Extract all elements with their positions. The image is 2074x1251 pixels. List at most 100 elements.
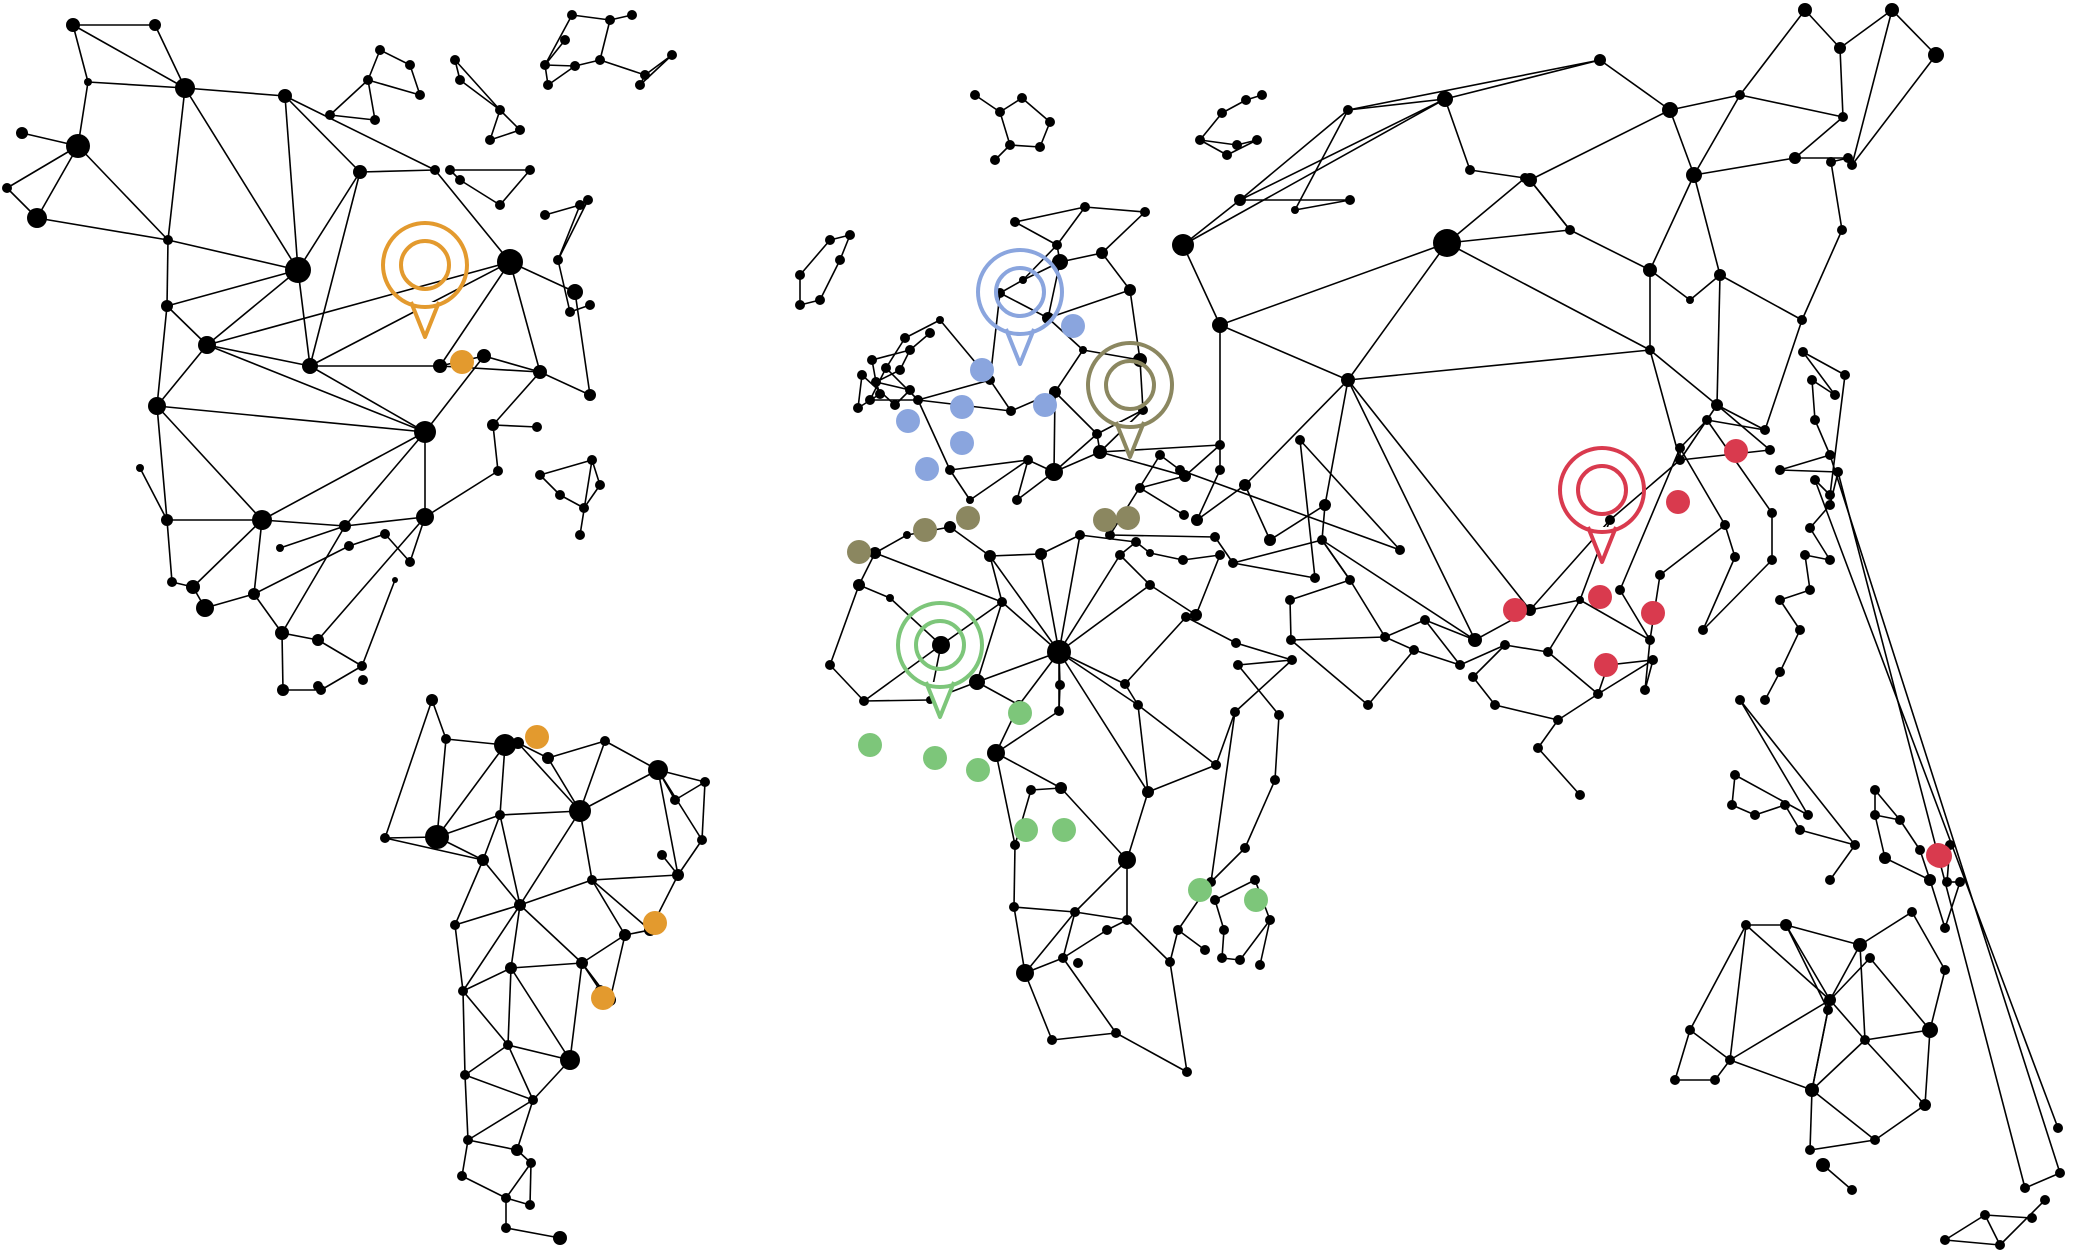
network-node <box>1533 743 1543 753</box>
network-edge <box>507 1044 534 1101</box>
africa-dot[interactable] <box>1052 818 1076 842</box>
network-edge <box>1724 524 1736 558</box>
network-node <box>936 316 944 324</box>
network-node <box>1146 549 1154 557</box>
network-node <box>1725 1055 1735 1065</box>
network-edge <box>1874 789 1901 821</box>
network-node <box>2040 1195 2050 1205</box>
network-edge <box>609 934 626 1001</box>
middle-east-dot[interactable] <box>1116 506 1140 530</box>
europe-dot[interactable] <box>1061 314 1085 338</box>
network-node <box>583 195 593 205</box>
region-dots[interactable] <box>450 314 1952 1010</box>
network-node <box>1287 655 1297 665</box>
europe-dot[interactable] <box>950 395 974 419</box>
network-node <box>248 588 260 600</box>
network-node <box>198 336 216 354</box>
network-edge <box>1424 619 1476 641</box>
network-node <box>875 389 885 399</box>
network-edge <box>799 239 831 276</box>
network-node <box>600 736 610 746</box>
europe-dot[interactable] <box>1033 393 1057 417</box>
network-edge <box>1147 764 1217 793</box>
network-node <box>1830 390 1840 400</box>
europe-dot[interactable] <box>915 457 939 481</box>
network-node <box>533 365 547 379</box>
north-america-pin-icon[interactable] <box>381 221 469 339</box>
network-node <box>1120 679 1130 689</box>
south-america-dot[interactable] <box>591 986 615 1010</box>
middle-east-dot[interactable] <box>956 506 980 530</box>
network-edge <box>166 519 173 583</box>
europe-dot[interactable] <box>950 431 974 455</box>
network-node <box>457 1171 467 1181</box>
network-edge <box>424 470 499 518</box>
africa-dot[interactable] <box>1008 701 1032 725</box>
network-node <box>339 520 351 532</box>
network-node <box>1879 852 1891 864</box>
asia-dot[interactable] <box>1724 439 1748 463</box>
middle-east-dot[interactable] <box>1093 508 1117 532</box>
network-node <box>575 200 585 210</box>
north-america-dot[interactable] <box>450 350 474 374</box>
africa-dot[interactable] <box>858 733 882 757</box>
network-edge <box>1809 527 1831 561</box>
network-node <box>640 70 650 80</box>
asia-dot[interactable] <box>1503 598 1527 622</box>
network-edge <box>72 24 186 89</box>
europe-dot[interactable] <box>970 358 994 382</box>
network-edge <box>1269 504 1326 541</box>
network-edge <box>674 781 706 801</box>
network-node <box>1009 902 1019 912</box>
network-node <box>392 577 398 583</box>
asia-pin-icon[interactable] <box>1558 446 1646 564</box>
network-edge <box>1811 1009 1829 1091</box>
middle-east-pin-icon[interactable] <box>1086 341 1174 459</box>
europe-dot[interactable] <box>896 409 920 433</box>
network-edge <box>206 344 426 433</box>
network-node <box>1131 537 1141 547</box>
middle-east-dot[interactable] <box>913 518 937 542</box>
asia-dot[interactable] <box>1928 844 1952 868</box>
africa-pin-icon[interactable] <box>896 601 984 719</box>
network-node <box>1490 700 1500 710</box>
asia-dot[interactable] <box>1666 490 1690 514</box>
network-node <box>1124 284 1136 296</box>
network-edge <box>1674 1029 1691 1081</box>
network-edge <box>1009 144 1041 148</box>
network-edge <box>1494 704 1559 721</box>
south-america-dot[interactable] <box>525 725 549 749</box>
network-node <box>1096 247 1108 259</box>
network-edge <box>544 14 573 66</box>
network-edge <box>1911 911 1946 971</box>
network-edge <box>1199 139 1228 156</box>
network-edge <box>309 365 426 433</box>
south-america-dot[interactable] <box>643 911 667 935</box>
europe-pin-icon[interactable] <box>976 248 1064 366</box>
network-node <box>1760 425 1770 435</box>
africa-dot[interactable] <box>923 746 947 770</box>
network-node <box>501 1223 511 1233</box>
middle-east-dot[interactable] <box>847 540 871 564</box>
network-node <box>27 208 47 228</box>
network-edge <box>1062 957 1117 1034</box>
africa-dot[interactable] <box>1188 878 1212 902</box>
africa-dot[interactable] <box>1014 818 1038 842</box>
asia-dot[interactable] <box>1641 601 1665 625</box>
network-node <box>1924 874 1936 886</box>
network-node <box>458 986 468 996</box>
asia-dot[interactable] <box>1594 653 1618 677</box>
network-node <box>905 345 915 355</box>
asia-dot[interactable] <box>1588 585 1612 609</box>
network-node <box>1825 875 1835 885</box>
network-node <box>579 503 589 513</box>
network-edge <box>974 94 1001 113</box>
africa-dot[interactable] <box>1244 888 1268 912</box>
location-pins[interactable] <box>381 221 1646 719</box>
network-node <box>560 1050 580 1070</box>
africa-dot[interactable] <box>966 758 990 782</box>
network-edge <box>505 1227 561 1239</box>
network-edge <box>1569 229 1651 271</box>
network-node <box>1075 530 1085 540</box>
network-edge <box>1731 774 1736 806</box>
